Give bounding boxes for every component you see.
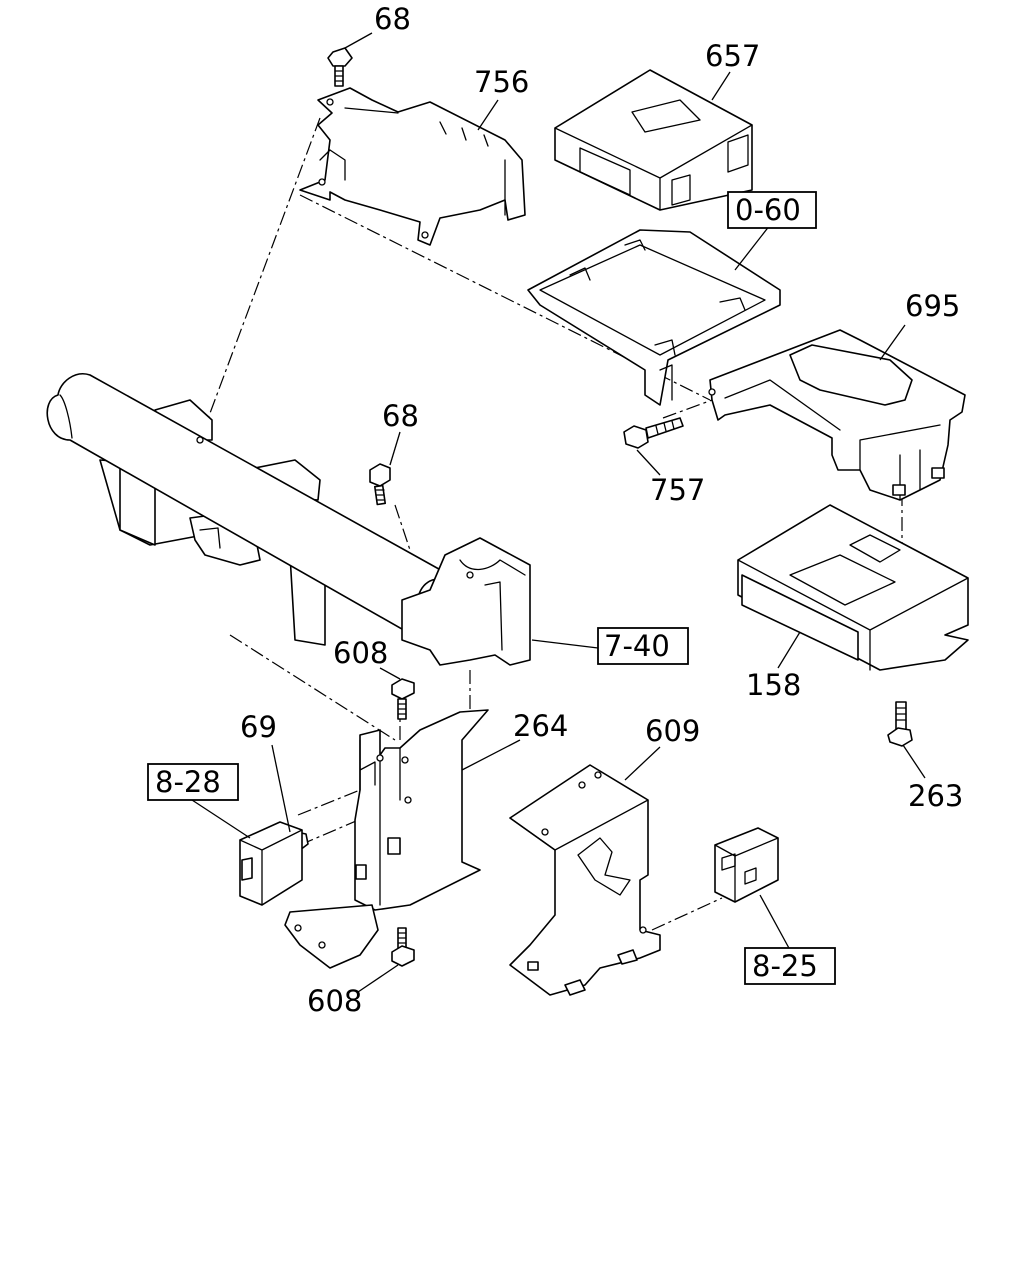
label-8-28: 8-28 — [155, 765, 221, 799]
label-264: 264 — [513, 709, 568, 743]
label-657: 657 — [705, 39, 760, 73]
bracket-609 — [509, 764, 661, 996]
label-609: 609 — [645, 714, 700, 748]
tray-0-60 — [527, 229, 781, 406]
bolt-68-middle — [369, 463, 391, 506]
leader-lines — [191, 32, 926, 993]
ecu-657 — [554, 69, 753, 211]
bracket-7-40 — [401, 537, 531, 666]
label-68-top: 68 — [374, 2, 411, 36]
bolt-263 — [887, 701, 913, 747]
relay-8-25 — [714, 827, 779, 903]
refbox-7-40 — [597, 627, 689, 665]
label-0-60: 0-60 — [735, 193, 801, 227]
bolt-608-lower — [391, 927, 415, 967]
label-68-middle: 68 — [382, 399, 419, 433]
label-756: 756 — [474, 65, 529, 99]
label-263: 263 — [908, 779, 963, 813]
label-695: 695 — [905, 289, 960, 323]
relay-8-28 — [239, 821, 303, 906]
callout-labels: 68 756 657 0-60 695 68 757 7-40 158 608 … — [147, 2, 963, 1018]
label-158: 158 — [746, 668, 801, 702]
bracket-756 — [299, 87, 526, 246]
label-8-25: 8-25 — [752, 949, 818, 983]
label-757: 757 — [650, 473, 705, 507]
label-608-lower: 608 — [307, 984, 362, 1018]
bolt-757 — [623, 417, 684, 449]
refbox-8-28 — [147, 763, 239, 801]
crossmember — [46, 373, 485, 646]
label-608-upper: 608 — [333, 636, 388, 670]
refbox-8-25 — [744, 947, 836, 985]
label-7-40: 7-40 — [604, 629, 670, 663]
bolt-68-top — [327, 47, 353, 87]
label-69: 69 — [240, 710, 277, 744]
bracket-264 — [284, 709, 489, 969]
refbox-0-60 — [727, 191, 817, 229]
bracket-695 — [708, 329, 966, 501]
bolt-608-upper — [391, 678, 415, 720]
module-158 — [737, 504, 969, 671]
